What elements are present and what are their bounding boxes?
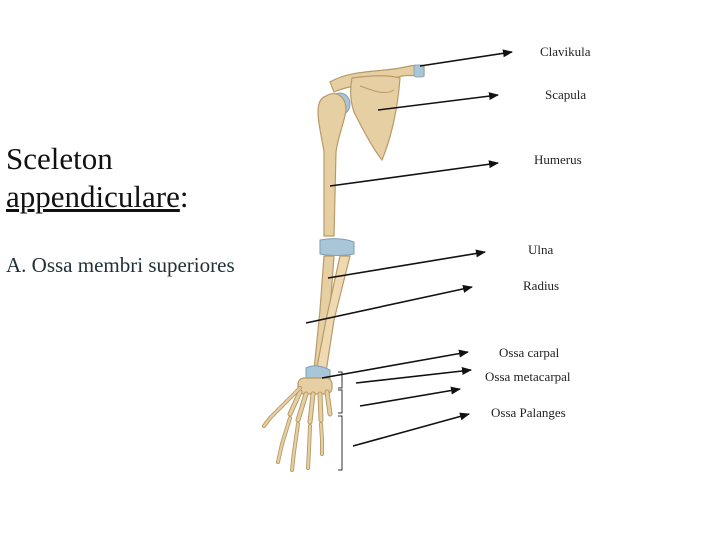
title-line-1: Sceleton [6, 141, 113, 176]
metacarpal-bones-fill [288, 390, 332, 424]
label-arrows [305, 49, 513, 447]
label-clavicula: Clavikula [540, 44, 591, 59]
label-humerus: Humerus [534, 152, 582, 167]
phalanges-bracket [338, 415, 343, 471]
label-ossa-carpal: Ossa carpal [499, 345, 560, 360]
carpal-bracket [338, 371, 343, 389]
slide-title: Sceleton appendiculare: [6, 140, 188, 216]
bone-group-brackets [338, 371, 343, 471]
title-colon: : [179, 179, 189, 214]
arrow-scapula [377, 92, 499, 111]
arrow-metacarpal-2 [359, 386, 461, 407]
label-scapula: Scapula [545, 87, 587, 102]
scapula-spine [359, 85, 395, 93]
arrow-metacarpal [355, 367, 472, 384]
elbow-joint-cartilage [319, 238, 355, 256]
label-radius: Radius [523, 278, 560, 293]
metacarpal-bracket [338, 389, 343, 414]
scapula-bone [350, 75, 401, 162]
title-line-2: appendiculare [6, 179, 180, 214]
arrow-radius [305, 284, 473, 324]
humerus-bone [317, 93, 347, 237]
arrow-humerus [329, 160, 499, 187]
label-ossa-metacarpal: Ossa metacarpal [485, 369, 571, 384]
arrow-ulna [327, 249, 486, 279]
clavicle-cartilage [413, 64, 425, 78]
arrow-phalanges [352, 412, 470, 447]
phalanx-bones-fill [262, 386, 324, 472]
slide-subtitle: A. Ossa membri superiores [6, 253, 235, 277]
label-ulna: Ulna [528, 242, 554, 257]
arrow-carpal [321, 349, 469, 379]
label-ossa-phalanges: Ossa Palanges [491, 405, 566, 420]
arrow-clavicula [419, 49, 513, 67]
